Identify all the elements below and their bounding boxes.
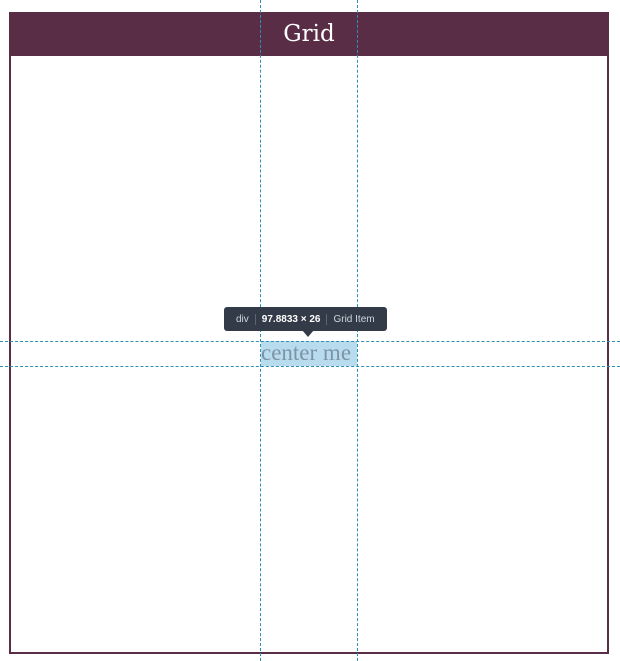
tooltip-element-type: Grid Item <box>326 313 380 325</box>
grid-item-highlight <box>261 341 357 366</box>
center-me-text[interactable]: center me <box>261 340 352 365</box>
grid-title: Grid <box>283 20 335 47</box>
grid-header: Grid <box>9 12 609 56</box>
tooltip-dimensions: 97.8833 × 26 <box>254 313 327 325</box>
inspector-tooltip: div 97.8833 × 26 Grid Item <box>224 307 387 331</box>
tooltip-arrow-icon <box>302 330 314 337</box>
tooltip-element-tag: div <box>236 313 249 325</box>
